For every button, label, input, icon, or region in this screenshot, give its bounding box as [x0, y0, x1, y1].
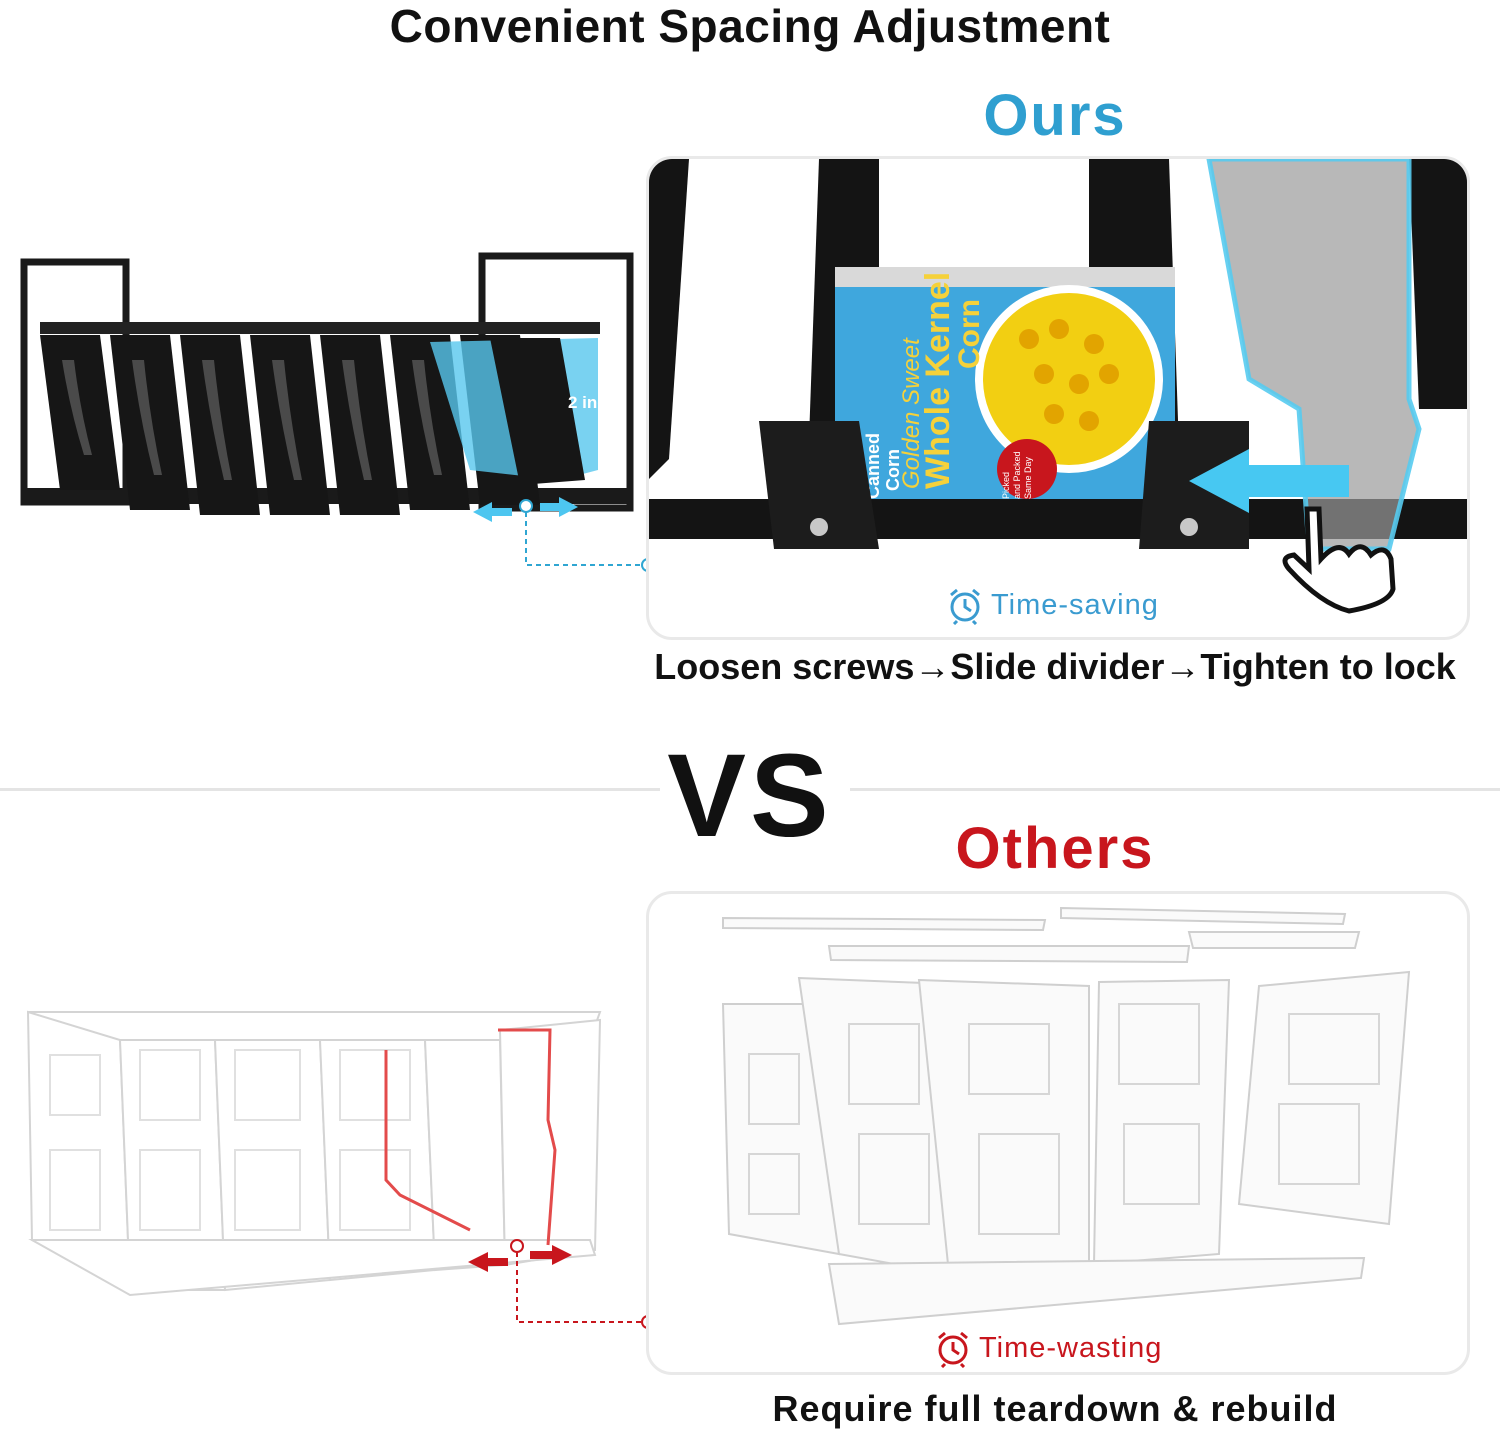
- can-brand-line3: Corn: [953, 299, 986, 369]
- ours-detail-panel: Golden Sweet Whole Kernel Corn Canned Co…: [646, 156, 1470, 640]
- others-disassembled-illustration: [721, 906, 1411, 1326]
- black-can-rack-illustration: 2 inch: [20, 252, 655, 572]
- can-side-label-2: Corn: [883, 449, 903, 491]
- others-detail-panel: Time-wasting: [646, 891, 1470, 1375]
- measure-label: 2 inch: [568, 393, 617, 412]
- divider-right: [850, 788, 1500, 791]
- ours-closeup-illustration: Golden Sweet Whole Kernel Corn Canned Co…: [649, 159, 1467, 614]
- time-saving-badge: Time-saving: [945, 585, 1159, 625]
- ours-heading: Ours: [983, 83, 1127, 148]
- time-wasting-badge: Time-wasting: [933, 1328, 1162, 1368]
- alarm-clock-icon: [938, 1331, 968, 1368]
- can-brand-line2: Whole Kernel: [919, 272, 957, 489]
- time-saving-label: Time-saving: [991, 588, 1159, 621]
- others-caption: Require full teardown & rebuild: [772, 1388, 1338, 1429]
- can-brand-line1: Golden Sweet: [898, 337, 925, 489]
- vs-label: VS: [667, 730, 833, 862]
- alarm-clock-icon: [950, 588, 980, 625]
- can-seal-line3: Same Day: [1023, 456, 1033, 499]
- can-seal-line1: Picked: [1001, 472, 1011, 499]
- can-seal-line2: and Packed: [1012, 451, 1022, 499]
- page-title: Convenient Spacing Adjustment: [389, 0, 1111, 52]
- ours-caption: Loosen screws→Slide divider→Tighten to l…: [654, 646, 1456, 687]
- others-heading: Others: [955, 816, 1155, 881]
- divider-left: [0, 788, 660, 791]
- white-can-rack-illustration: [26, 1010, 655, 1329]
- time-wasting-label: Time-wasting: [979, 1331, 1163, 1364]
